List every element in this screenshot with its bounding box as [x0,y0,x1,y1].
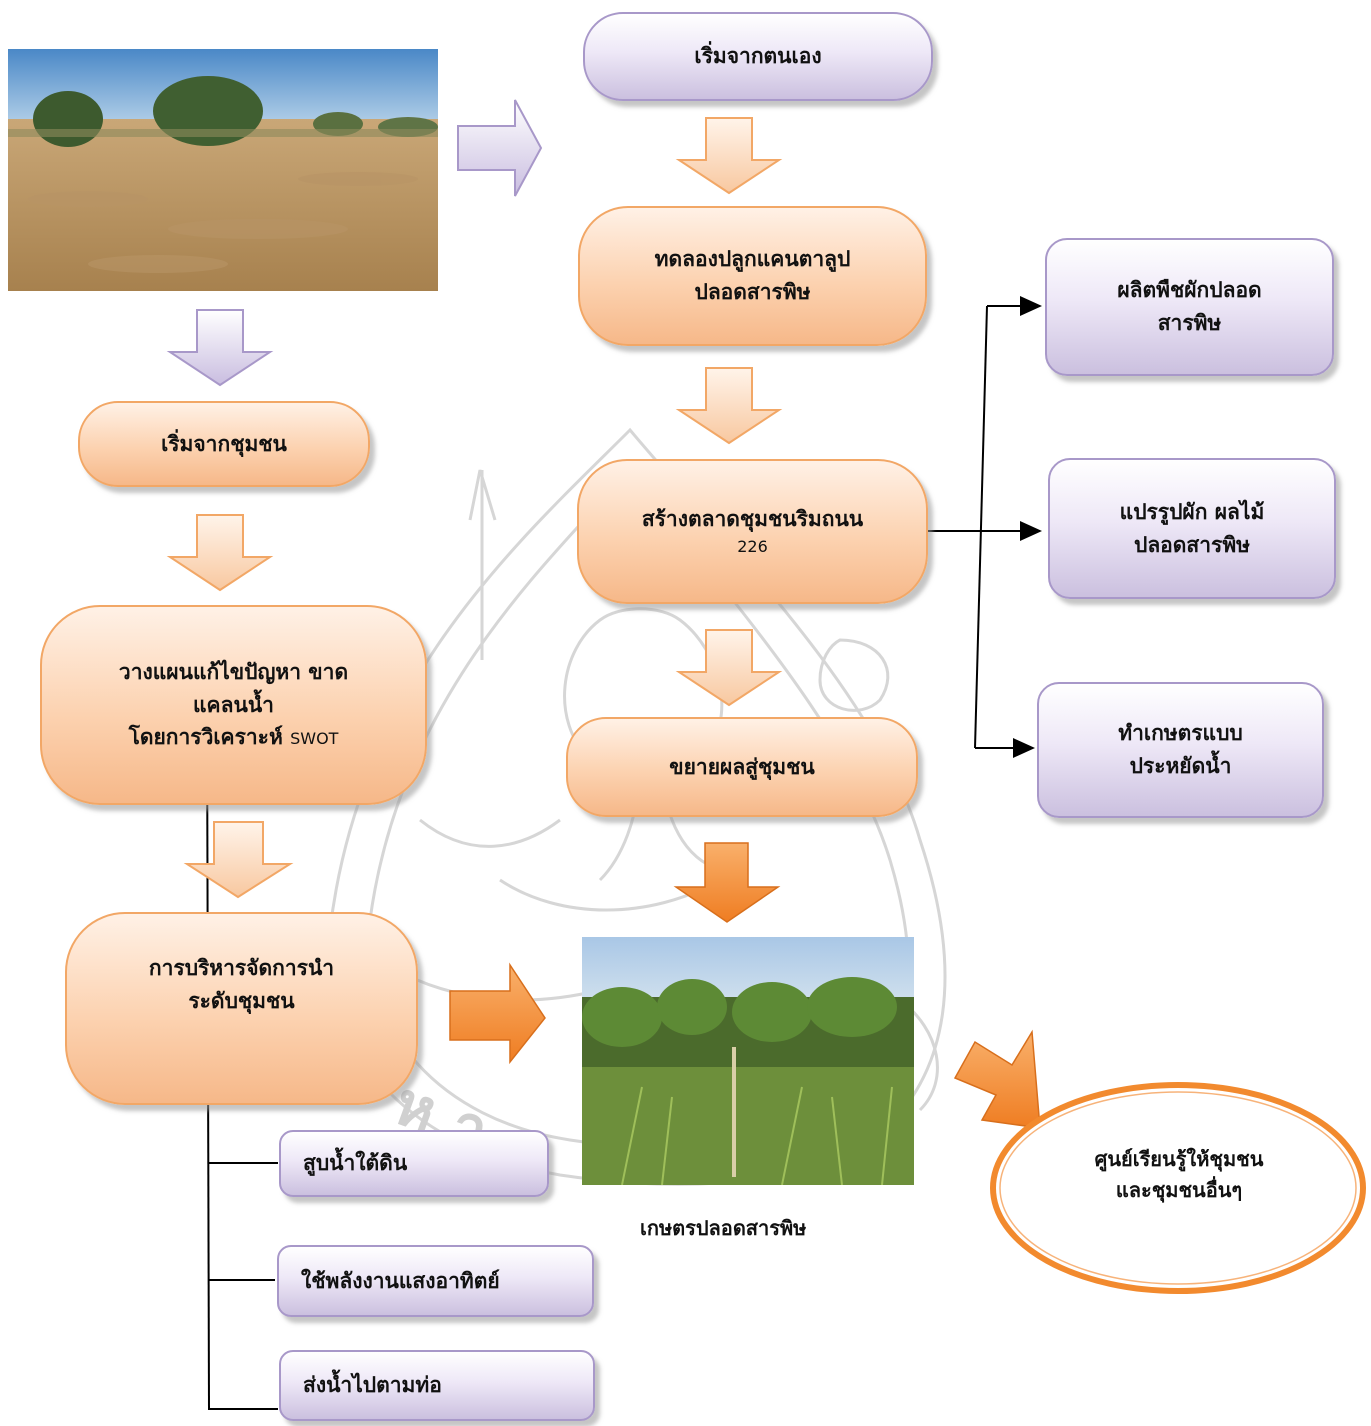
process-box: แปรรูปผัก ผลไม้ ปลอดสารพิษ [1048,458,1336,599]
photo-dry-field [8,49,438,291]
plan-line3-wrap: โดยการวิเคราะห์ SWOT [129,721,339,754]
start-self-text: เริ่มจากตนเอง [694,44,822,69]
learning-center-text: ศูนย์เรียนรู้ให้ชุมชน และชุมชนอื่นๆ [1020,1130,1338,1220]
manage-line1: การบริหารจัดการนำ [148,956,335,980]
arrow-down-1 [675,117,783,195]
arrow-down-4 [166,514,274,592]
arrow-down-5 [183,821,294,899]
plan-line1: วางแผนแก้ไขปัญหา ขาด [118,660,349,685]
start-community-text: เริ่มจากชุมชน [161,431,287,456]
veg-line1: ผลิตพืชผักปลอด [1117,278,1262,303]
plan-box: วางแผนแก้ไขปัญหา ขาด แคลนน้ำ โดยการวิเคร… [40,605,427,805]
arrow-down-solid [673,842,781,923]
pipe-text: ส่งน้ำไปตามท่อ [303,1373,442,1398]
solar-text: ใช้พลังงานแสงอาทิตย์ [301,1268,500,1293]
expand-box: ขยายผลสู่ชุมชน [566,717,918,817]
veg-line2: สารพิษ [1157,311,1222,335]
plan-swot: SWOT [290,729,339,749]
market-line1: สร้างตลาดชุมชนริมถนน [641,506,864,531]
process-line2: ปลอดสารพิษ [1133,532,1251,557]
connector-vertical-right [974,305,988,749]
center-line2: และชุมชนอื่นๆ [1115,1178,1243,1202]
arrow-right-purple [457,99,543,197]
farm-image [582,937,914,1185]
veg-box: ผลิตพืชผักปลอด สารพิษ [1045,238,1334,376]
manage-line2: ระดับชุมชน [188,988,295,1013]
plan-line3: โดยการวิเคราะห์ [128,725,291,750]
trial-line2: ปลอดสารพิษ [694,280,811,304]
arrow-down-purple [166,309,274,387]
trial-box: ทดลองปลูกแคนตาลูป ปลอดสารพิษ [578,206,927,346]
manage-box: การบริหารจัดการนำ ระดับชุมชน [65,912,418,1105]
pump-box: สูบน้ำใต้ดิน [279,1130,549,1197]
photo-farm [582,937,914,1185]
solar-box: ใช้พลังงานแสงอาทิตย์ [277,1245,594,1317]
market-box: สร้างตลาดชุมชนริมถนน 226 [577,459,928,604]
arrow-diag-solid [953,1029,1041,1129]
start-community-box: เริ่มจากชุมชน [78,401,370,487]
plan-line2: แคลนน้ำ [193,692,274,717]
dry-field-image [8,49,438,291]
expand-text: ขยายผลสู่ชุมชน [669,754,815,779]
photo-caption: เกษตรปลอดสารพิษ [640,1216,807,1240]
water-saving-box: ทำเกษตรแบบ ประหยัดน้ำ [1037,682,1324,818]
trial-line1: ทดลองปลูกแคนตาลูป [654,247,851,272]
process-line1: แปรรูปผัก ผลไม้ [1119,499,1265,524]
learning-center-ellipse [990,1082,1366,1294]
pipe-box: ส่งน้ำไปตามท่อ [279,1350,595,1421]
arrow-right-solid [449,962,546,1065]
water-line2: ประหยัดน้ำ [1129,754,1232,778]
pump-text: สูบน้ำใต้ดิน [303,1151,408,1176]
arrow-down-3 [675,629,783,707]
market-line2: 226 [737,537,768,557]
center-line1: ศูนย์เรียนรู้ให้ชุมชน [1094,1147,1264,1171]
arrow-down-2 [675,367,783,445]
start-self-box: เริ่มจากตนเอง [583,12,933,101]
water-line1: ทำเกษตรแบบ [1118,721,1243,746]
